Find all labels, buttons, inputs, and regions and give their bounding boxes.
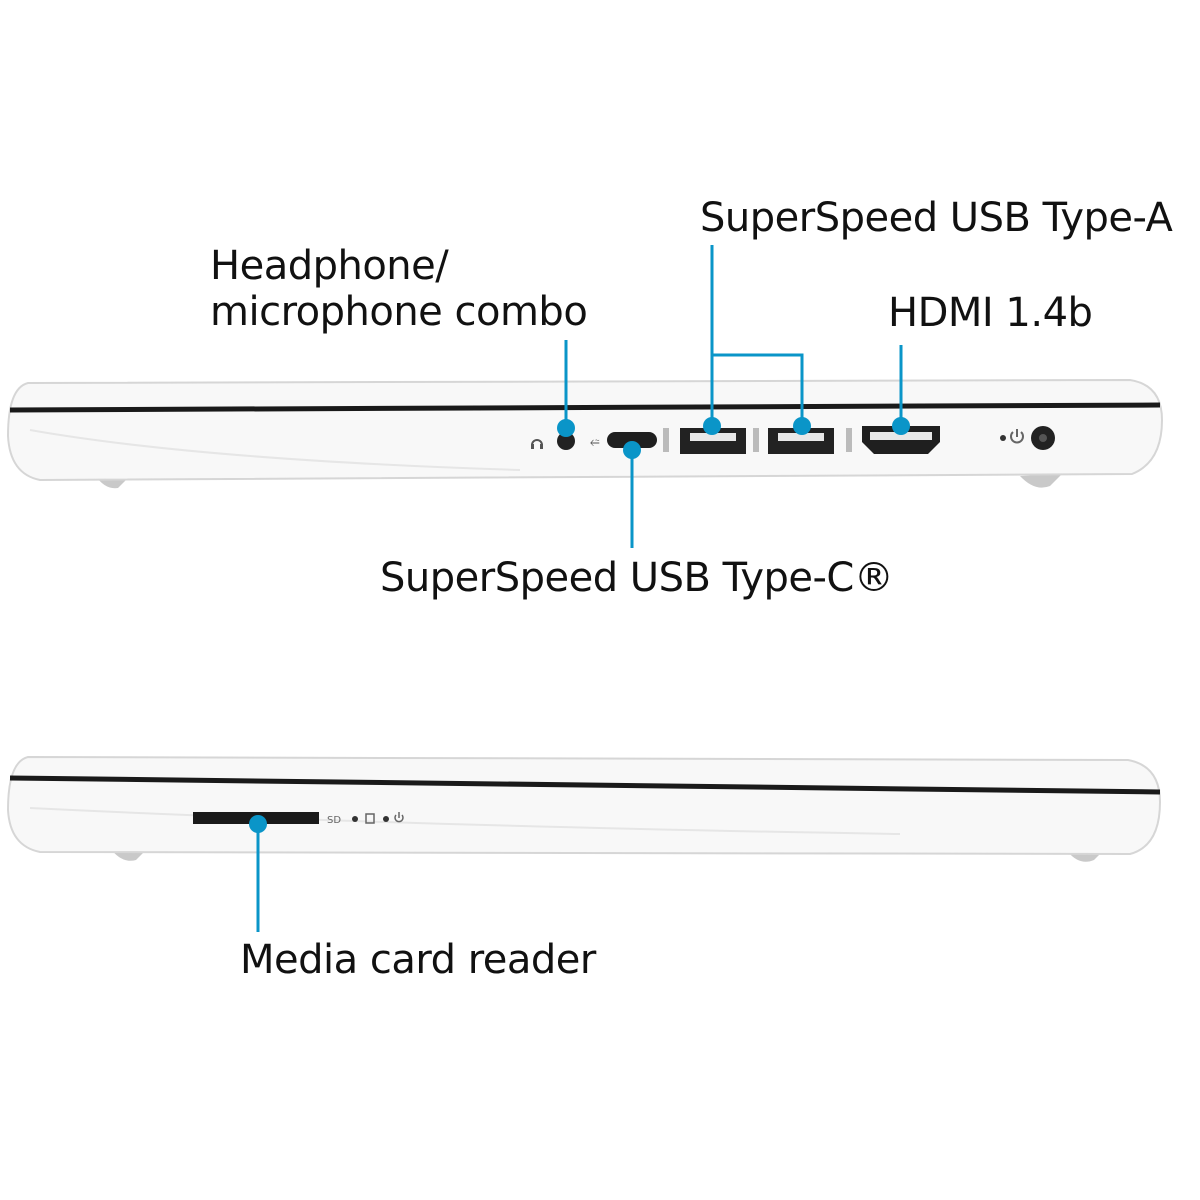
status-led	[1000, 435, 1006, 441]
callout-dot-usb-a-1	[703, 417, 721, 435]
callout-dot-headphone	[557, 419, 575, 437]
usb-c-marking	[663, 428, 669, 452]
label-headphone-line1: Headphone/	[210, 243, 449, 289]
laptop-left-side-view: ⭉	[6, 378, 1164, 489]
usb-a-port-1	[680, 428, 746, 454]
usb-c-port-group: ⭉	[590, 428, 669, 452]
label-headphone: Headphone/ microphone combo	[210, 243, 588, 335]
power-icon	[394, 812, 404, 823]
usb-a-tongue	[690, 433, 736, 441]
laptop-chassis	[6, 378, 1164, 482]
usb-a-tongue	[778, 433, 824, 441]
label-card-reader: Media card reader	[240, 937, 596, 983]
chassis-highlight	[29, 807, 901, 835]
laptop-foot-right	[1020, 474, 1062, 488]
laptop-right-side-view: SD	[6, 755, 1162, 862]
led-indicator	[352, 816, 358, 822]
callout-dot-usb-a-2	[793, 417, 811, 435]
label-headphone-line2: microphone combo	[210, 289, 588, 335]
sd-marking: SD	[327, 815, 341, 826]
usb-a-marking	[753, 428, 759, 452]
dc-jack-pin	[1039, 434, 1047, 442]
headphone-icon-cup-right	[540, 444, 543, 449]
hdmi-port-insert	[870, 432, 932, 440]
callout-dot-usb-c	[623, 441, 641, 459]
chassis-highlight	[29, 429, 521, 471]
audio-port	[557, 432, 575, 450]
led-indicator	[383, 816, 389, 822]
headphone-jack	[531, 432, 575, 450]
hdmi-marking	[846, 428, 852, 452]
lid-seam	[9, 775, 1161, 795]
lid-seam	[9, 402, 1161, 413]
label-hdmi: HDMI 1.4b	[888, 290, 1093, 336]
callout-dots	[249, 417, 910, 833]
callout-dot-hdmi	[892, 417, 910, 435]
usb-c-port	[607, 432, 657, 448]
headphone-icon	[531, 439, 543, 446]
label-usb-a: SuperSpeed USB Type-A	[700, 195, 1173, 241]
power-icon	[1010, 429, 1024, 444]
laptop-chassis	[6, 755, 1162, 856]
callout-lines	[256, 245, 903, 932]
drive-icon	[365, 813, 375, 824]
callout-dot-card-reader	[249, 815, 267, 833]
headphone-icon-cup-left	[531, 444, 534, 449]
label-usb-c: SuperSpeed USB Type-C®	[380, 555, 894, 601]
usb-symbol-icon: ⭉	[590, 435, 600, 449]
callout-bracket-usb-a	[712, 353, 804, 420]
